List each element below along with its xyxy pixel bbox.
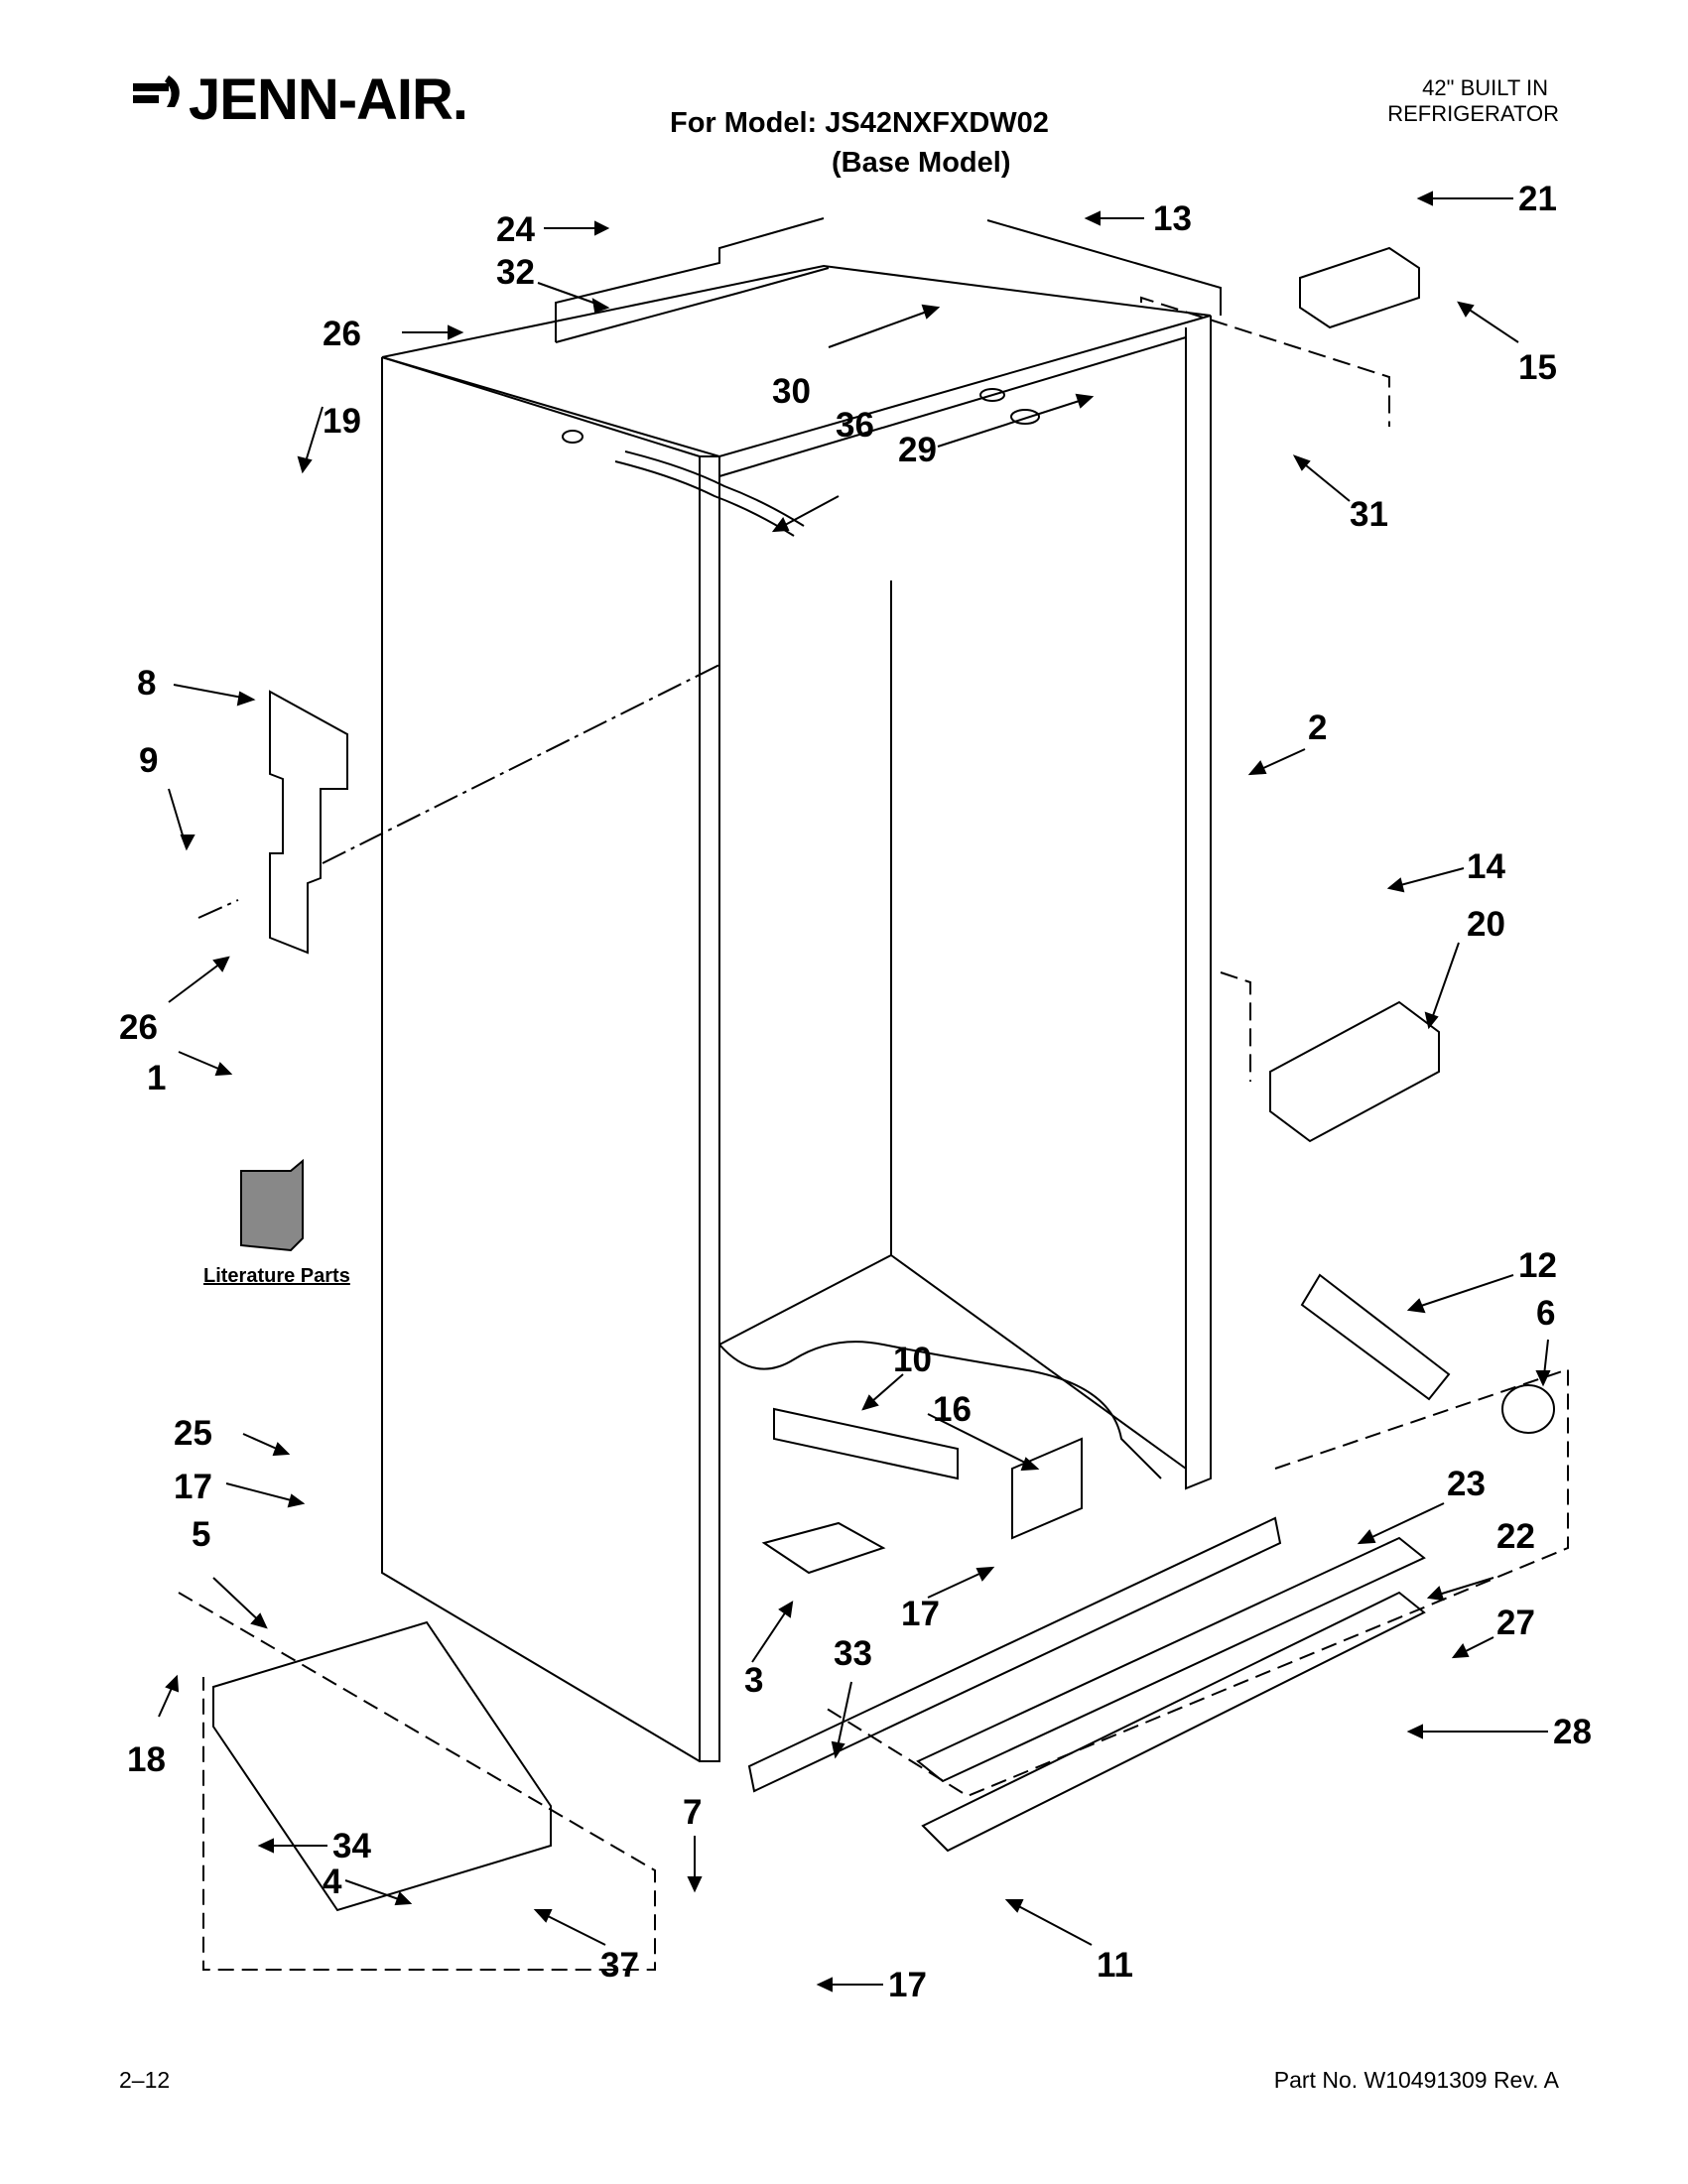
callout-30: 30 [772, 372, 811, 411]
callout-6: 6 [1536, 1294, 1555, 1333]
callout-12: 12 [1518, 1246, 1557, 1285]
callout-36: 36 [836, 406, 874, 445]
callout-17-center: 17 [901, 1595, 940, 1633]
callout-14: 14 [1467, 847, 1505, 886]
callout-2: 2 [1308, 708, 1327, 747]
jenn-air-logo: JENN-AIR. [129, 62, 486, 141]
callout-28: 28 [1553, 1713, 1592, 1751]
callout-29: 29 [898, 431, 937, 469]
callout-27: 27 [1496, 1604, 1535, 1642]
literature-parts-label: Literature Parts [203, 1265, 350, 1287]
callout-17-left: 17 [174, 1468, 212, 1506]
product-type-line2: REFRIGERATOR [1387, 101, 1559, 126]
callout-31: 31 [1350, 495, 1388, 534]
callout-23: 23 [1447, 1465, 1486, 1503]
part-number: Part No. W10491309 Rev. A [1273, 2067, 1559, 2093]
callout-21: 21 [1518, 180, 1557, 218]
callout-13: 13 [1153, 199, 1192, 238]
callout-37: 37 [600, 1946, 639, 1985]
callout-11: 11 [1097, 1946, 1133, 1985]
callout-26: 26 [119, 1008, 158, 1047]
callout-3: 3 [744, 1661, 763, 1700]
callout-17-bottom: 17 [888, 1966, 927, 2004]
callout-15: 15 [1518, 348, 1557, 387]
cabinet-top [381, 264, 1212, 458]
callout-8: 8 [137, 664, 156, 703]
callout-7: 7 [683, 1793, 702, 1832]
model-title: For Model: JS42NXFXDW02 [670, 107, 1049, 139]
jenn-air-swoosh-icon [133, 75, 180, 107]
callout-33: 33 [834, 1634, 872, 1673]
callout-32: 32 [496, 253, 535, 292]
product-type-line1: 42" BUILT IN [1422, 75, 1548, 100]
cabinet-front-left [699, 456, 720, 1762]
page-number: 2–12 [119, 2067, 171, 2093]
cabinet-back-edge [718, 336, 1187, 477]
cabinet-left-side [381, 357, 701, 1762]
callout-19: 19 [323, 402, 361, 441]
callout-1: 1 [147, 1059, 166, 1097]
callout-24: 24 [496, 210, 535, 249]
callout-26-top: 26 [323, 315, 361, 353]
callout-10: 10 [893, 1341, 932, 1379]
brand-name: JENN-AIR. [189, 67, 468, 132]
base-model-label: (Base Model) [832, 147, 1011, 179]
callout-34: 34 [332, 1827, 371, 1865]
callout-22: 22 [1496, 1517, 1535, 1556]
callout-25: 25 [174, 1414, 212, 1453]
callout-9: 9 [139, 741, 158, 780]
cabinet-front-right [1185, 316, 1212, 1490]
callout-16: 16 [933, 1390, 972, 1429]
callout-18: 18 [127, 1740, 166, 1779]
callout-5: 5 [192, 1515, 210, 1554]
callout-4: 4 [323, 1863, 342, 1901]
callout-20: 20 [1467, 905, 1505, 944]
